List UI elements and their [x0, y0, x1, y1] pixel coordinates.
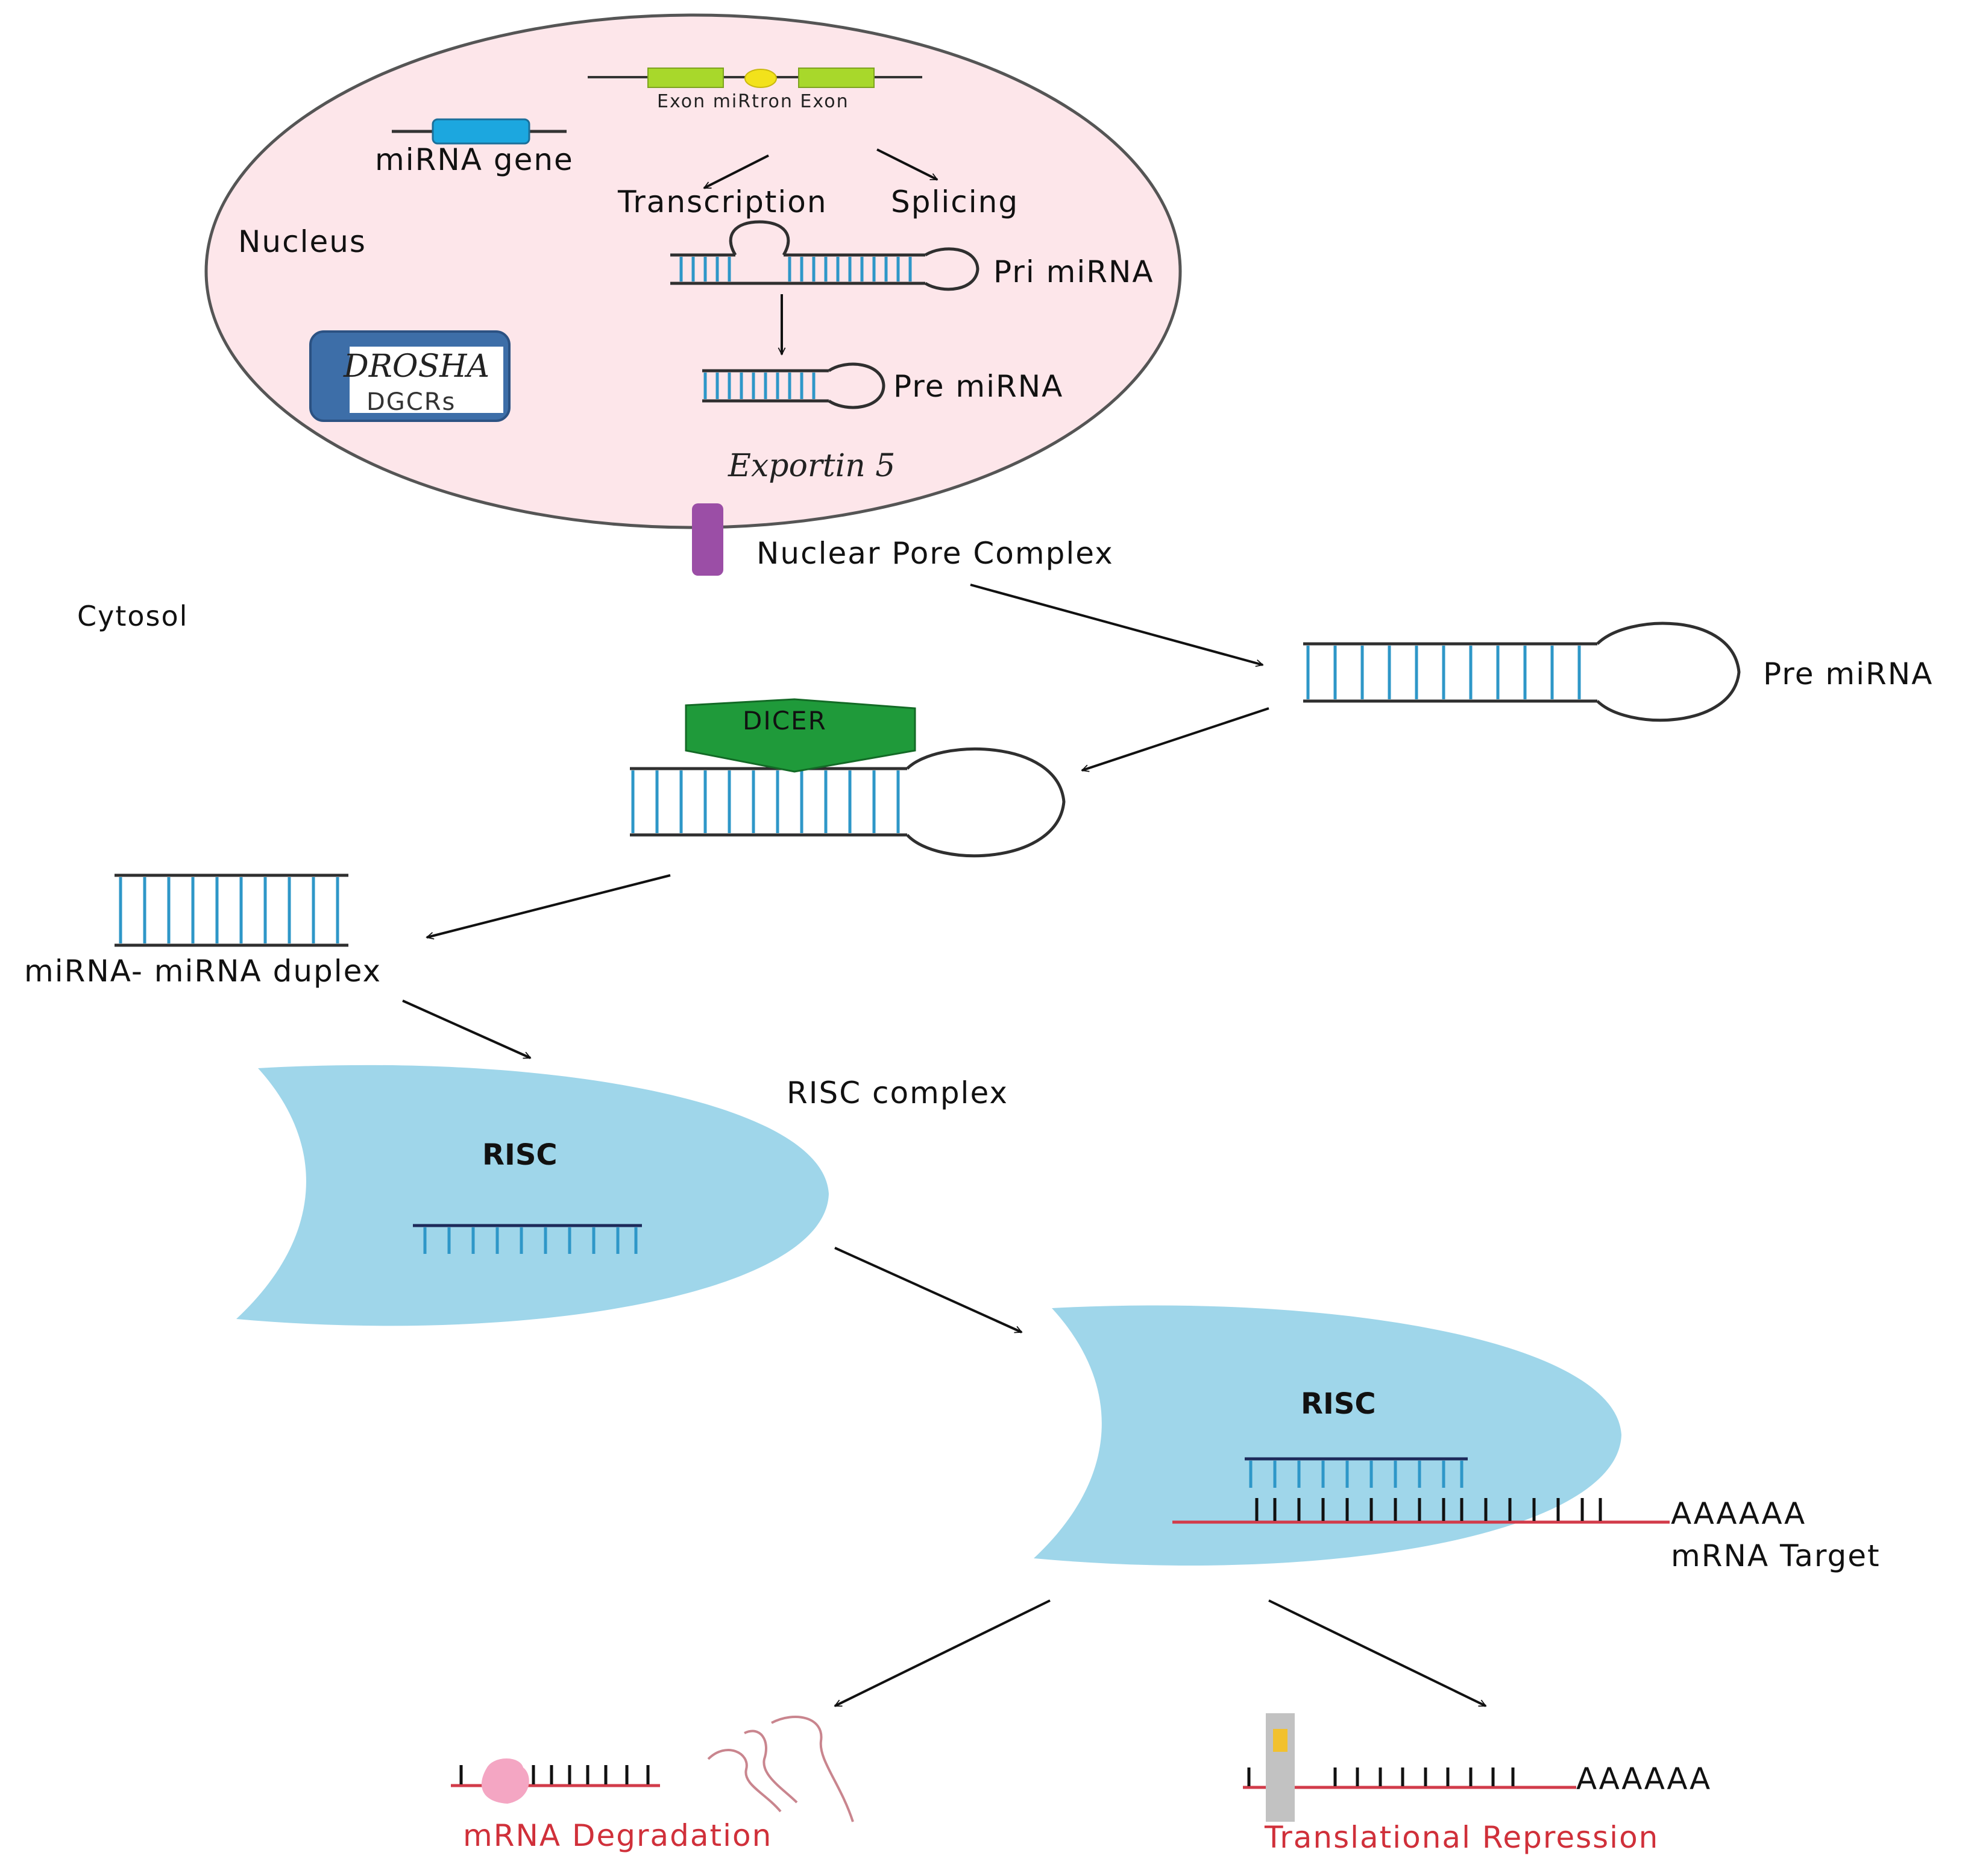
mirna-gene-label: miRNA gene [375, 142, 574, 177]
risc-complex-1 [236, 1065, 829, 1326]
transcription-label: Transcription [617, 184, 828, 219]
poly-a-target-label: AAAAAA [1671, 1496, 1806, 1531]
nucleus-label: Nucleus [238, 224, 366, 259]
ribosome-marker [1273, 1729, 1287, 1752]
to-degradation-arrow [835, 1599, 1051, 1707]
dicer-pre-mirna [630, 748, 1066, 858]
pri-mirna-label: Pri miRNA [993, 254, 1154, 289]
drosha-complex [309, 330, 511, 422]
mirna-duplex [115, 873, 348, 947]
to-repression-arrow [1268, 1599, 1486, 1707]
to-target-arrow [834, 1247, 1022, 1333]
risc-2-label: RISC [1301, 1387, 1376, 1421]
to-duplex-arrow [427, 874, 671, 937]
to-dicer-arrow [1082, 707, 1269, 770]
splicing-label: Splicing [891, 184, 1019, 219]
mrna-degradation-label: mRNA Degradation [463, 1818, 772, 1853]
splicing-arrow [876, 148, 937, 181]
dicer-label: DICER [743, 706, 827, 735]
translational-repression-label: Translational Repression [1264, 1820, 1659, 1855]
risc-2-guide-strand [1245, 1457, 1468, 1488]
export-arrow [970, 584, 1263, 665]
risc-1-guide-strand [413, 1224, 642, 1254]
pre-mirna-nucleus-label: Pre miRNA [893, 369, 1063, 404]
risc-complex-2 [1034, 1305, 1621, 1566]
repression-strand [1243, 1767, 1576, 1789]
to-risc-arrow [402, 999, 530, 1059]
degradation-enzyme [481, 1758, 529, 1804]
nuclear-pore [692, 503, 723, 576]
dgcr8-label: DGCRs [366, 388, 456, 416]
nuclear-pore-label: Nuclear Pore Complex [756, 536, 1114, 571]
degraded-rna-fragments [707, 1716, 854, 1822]
transcription-arrow [704, 154, 769, 189]
pre-mirna-cytosol [1303, 622, 1741, 722]
pre-mirna-nucleus [702, 362, 885, 409]
dicer-enzyme [685, 698, 916, 773]
risc-1-label: RISC [482, 1138, 558, 1172]
pri-mirna [670, 220, 979, 291]
exportin-label: Exportin 5 [728, 448, 895, 484]
duplex-label: miRNA- miRNA duplex [24, 954, 382, 989]
mirna-gene [392, 118, 567, 145]
cytosol-label: Cytosol [77, 600, 188, 632]
pre-mirna-cytosol-label: Pre miRNA [1763, 656, 1933, 691]
mrna-target-label: mRNA Target [1671, 1538, 1881, 1573]
mrna-target-strand [1172, 1498, 1670, 1524]
drosha-label: DROSHA [343, 348, 489, 385]
poly-a-repression-label: AAAAAA [1576, 1761, 1711, 1796]
risc-complex-label: RISC complex [787, 1075, 1008, 1110]
mirtron-gene [588, 68, 922, 88]
exon-mirtron-label: Exon miRtron Exon [657, 91, 849, 112]
